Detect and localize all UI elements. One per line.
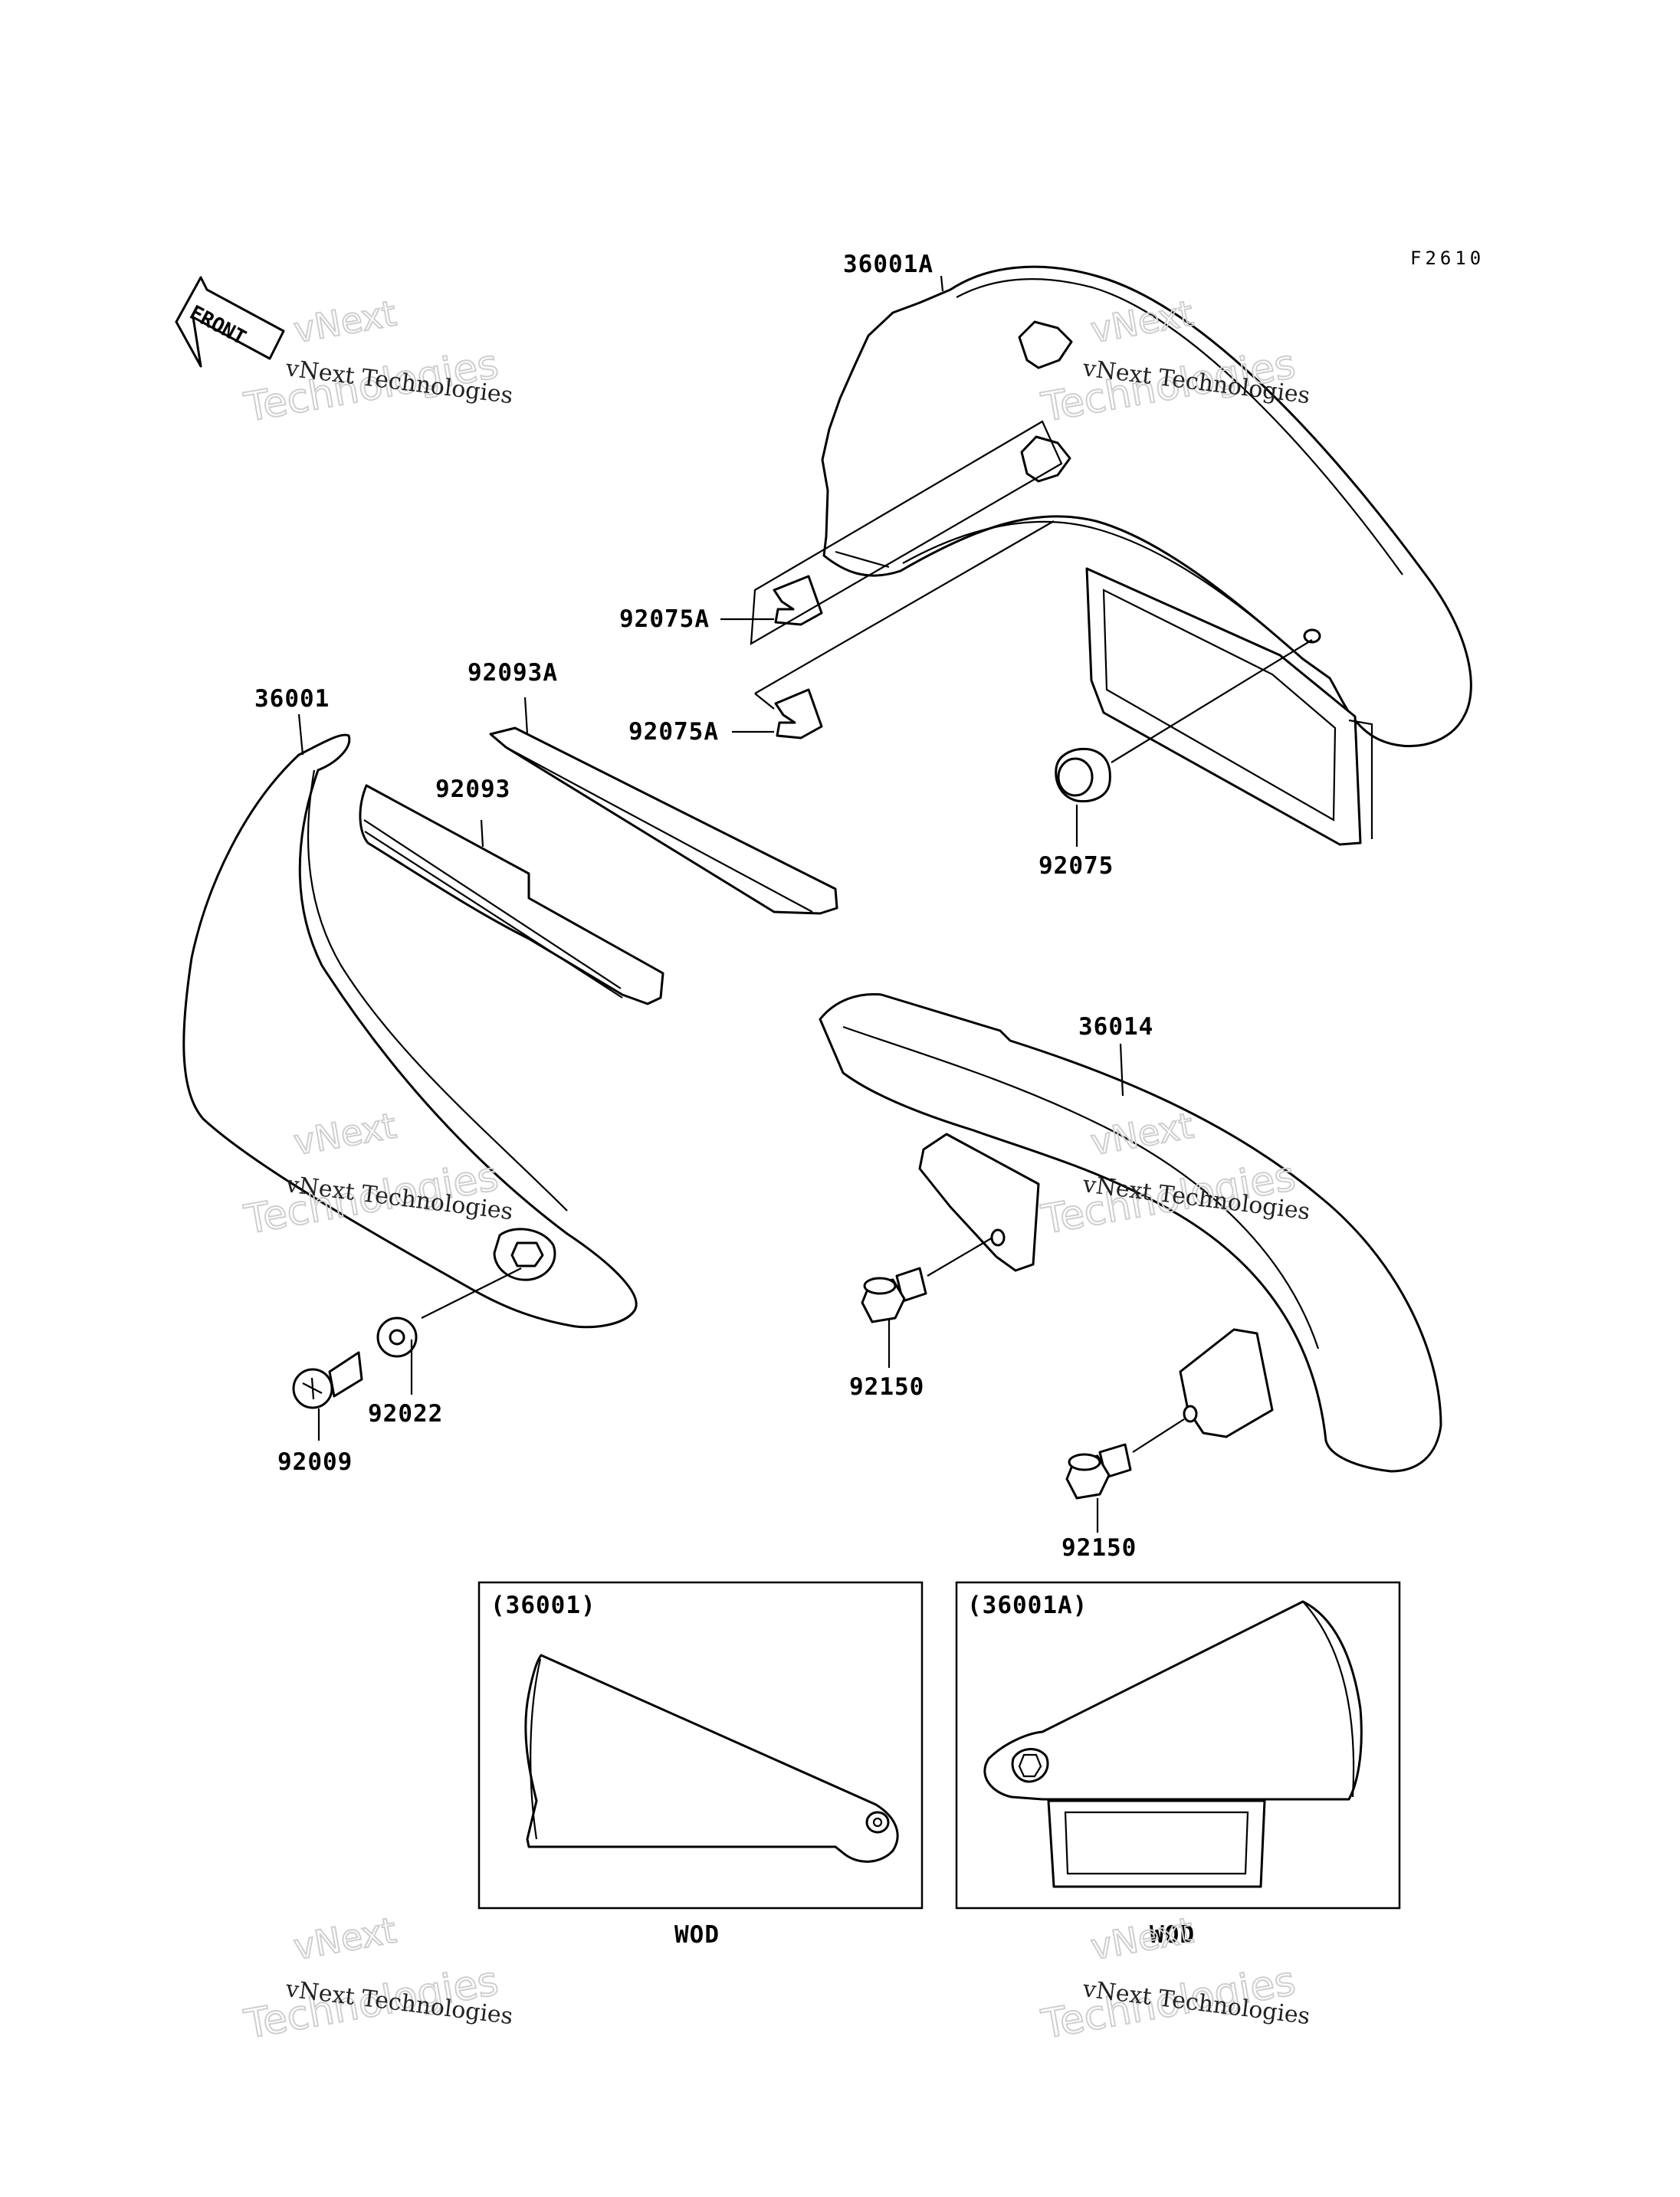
label-92075a-upper: 92075A [619, 605, 710, 633]
chain-cover-36001a [821, 265, 1472, 846]
screw-92009 [292, 1351, 363, 1409]
label-92009: 92009 [277, 1448, 353, 1476]
seal-92093a [489, 726, 838, 915]
inset-title-36001: (36001) [491, 1592, 596, 1619]
inset-caption-36001a: WOD [1150, 1921, 1195, 1949]
label-92022: 92022 [368, 1400, 443, 1428]
grommet-92075 [1055, 747, 1111, 803]
clip-92075a-upper [773, 575, 823, 626]
label-36001: 36001 [254, 685, 330, 713]
clip-92075a-lower [774, 688, 823, 739]
inset-36001a: (36001A) WOD [955, 1581, 1401, 1949]
bolt-92150-rear [1065, 1443, 1132, 1500]
inset-36001: (36001) WOD [477, 1581, 924, 1949]
label-36014: 36014 [1078, 1013, 1153, 1041]
washer-92022 [376, 1317, 418, 1358]
svg-text:vNext: vNext [1088, 1909, 1196, 1968]
label-92150-rear: 92150 [1061, 1534, 1137, 1562]
bolt-92150-front [861, 1267, 927, 1323]
inset-title-36001a: (36001A) [967, 1592, 1088, 1619]
svg-text:vNext: vNext [290, 292, 399, 351]
label-36001a: 36001A [843, 251, 934, 278]
watermark-5: vNext Technologies [240, 1908, 502, 2048]
label-92093: 92093 [435, 776, 510, 803]
svg-text:vNext: vNext [290, 1909, 399, 1968]
inset-caption-36001: WOD [674, 1921, 720, 1949]
front-arrow-icon: FRONT [175, 276, 285, 368]
diagram-code: F2610 [1410, 248, 1485, 269]
chain-guard-36014 [819, 992, 1442, 1473]
watermark-6: vNext Technologies [1037, 1908, 1299, 2048]
seal-92093 [359, 784, 664, 1005]
label-92150-front: 92150 [849, 1373, 924, 1401]
side-cover-36001 [182, 733, 638, 1329]
label-92075a-lower: 92075A [628, 718, 719, 746]
label-92093a: 92093A [468, 659, 558, 687]
label-92075: 92075 [1039, 852, 1114, 880]
